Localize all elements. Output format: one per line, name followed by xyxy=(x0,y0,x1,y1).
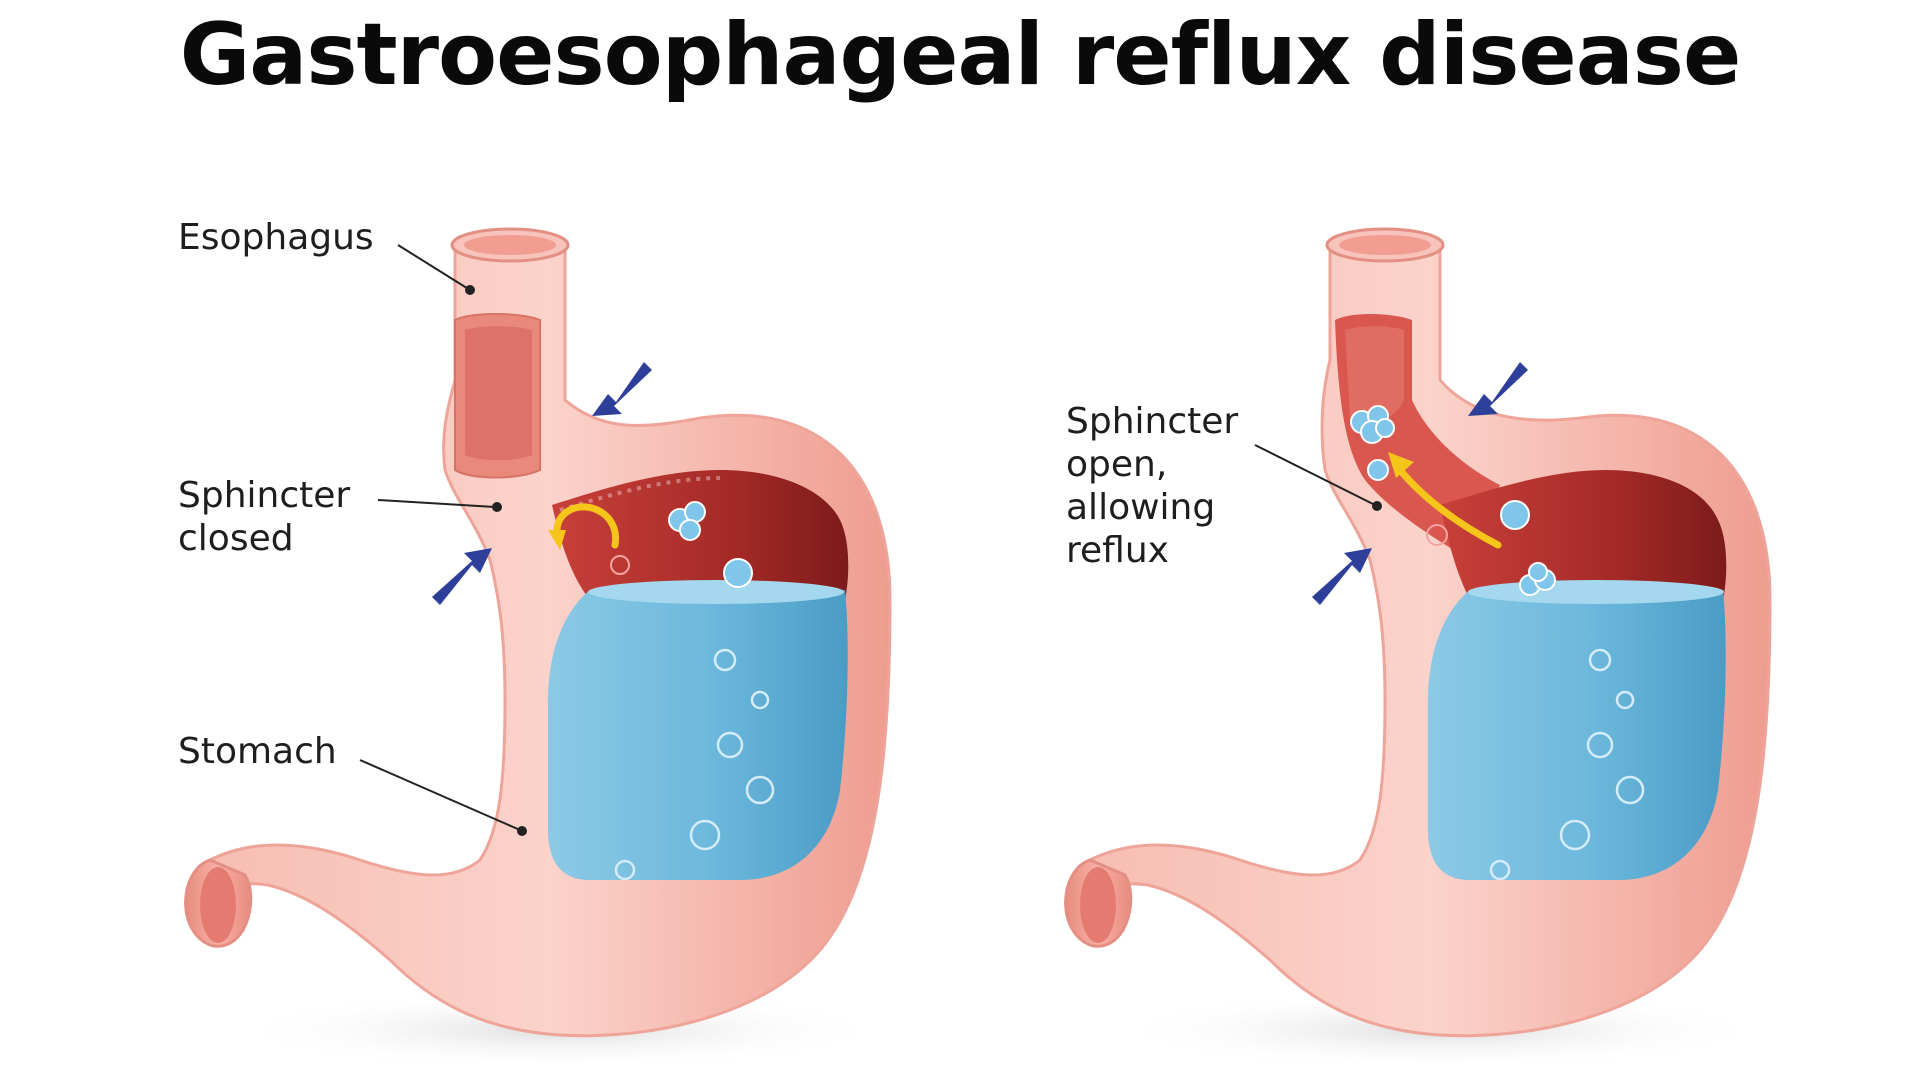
label-sphincter-open-line4: reflux xyxy=(1066,530,1169,571)
label-sphincter-open: Sphincter open, allowing reflux xyxy=(1066,400,1238,572)
acid-droplets xyxy=(1350,405,1556,596)
stomach-acid xyxy=(548,590,848,880)
label-sphincter-open-line1: Sphincter xyxy=(1066,401,1239,442)
bubble-icon xyxy=(614,648,775,881)
leader-lines xyxy=(359,244,527,836)
bubble-icon xyxy=(1489,648,1645,881)
label-esophagus-text: Esophagus xyxy=(178,217,374,258)
label-esophagus: Esophagus xyxy=(178,216,374,259)
label-sphincter-closed-line2: closed xyxy=(178,518,294,559)
label-sphincter-closed-line1: Sphincter xyxy=(178,475,351,516)
stomach-interior-upper xyxy=(552,470,849,600)
flow-arrow-icon xyxy=(1396,466,1502,549)
label-sphincter-open-line2: open, xyxy=(1066,444,1168,485)
label-sphincter-open-line3: allowing xyxy=(1066,487,1216,528)
acid-droplets xyxy=(668,501,753,588)
compression-arrow-icon xyxy=(432,362,652,605)
flow-arrow-icon xyxy=(553,503,619,549)
page-title: Gastroesophageal reflux disease xyxy=(179,5,1742,105)
leader-lines xyxy=(1254,444,1382,511)
label-stomach-text: Stomach xyxy=(178,731,337,772)
label-stomach: Stomach xyxy=(178,730,337,773)
stomach-open-illustration xyxy=(1064,227,1772,1070)
stomach-acid xyxy=(1428,590,1726,880)
compression-arrow-icon xyxy=(1312,362,1528,605)
stomach-closed-illustration xyxy=(184,227,892,1070)
label-sphincter-closed: Sphincter closed xyxy=(178,474,350,560)
